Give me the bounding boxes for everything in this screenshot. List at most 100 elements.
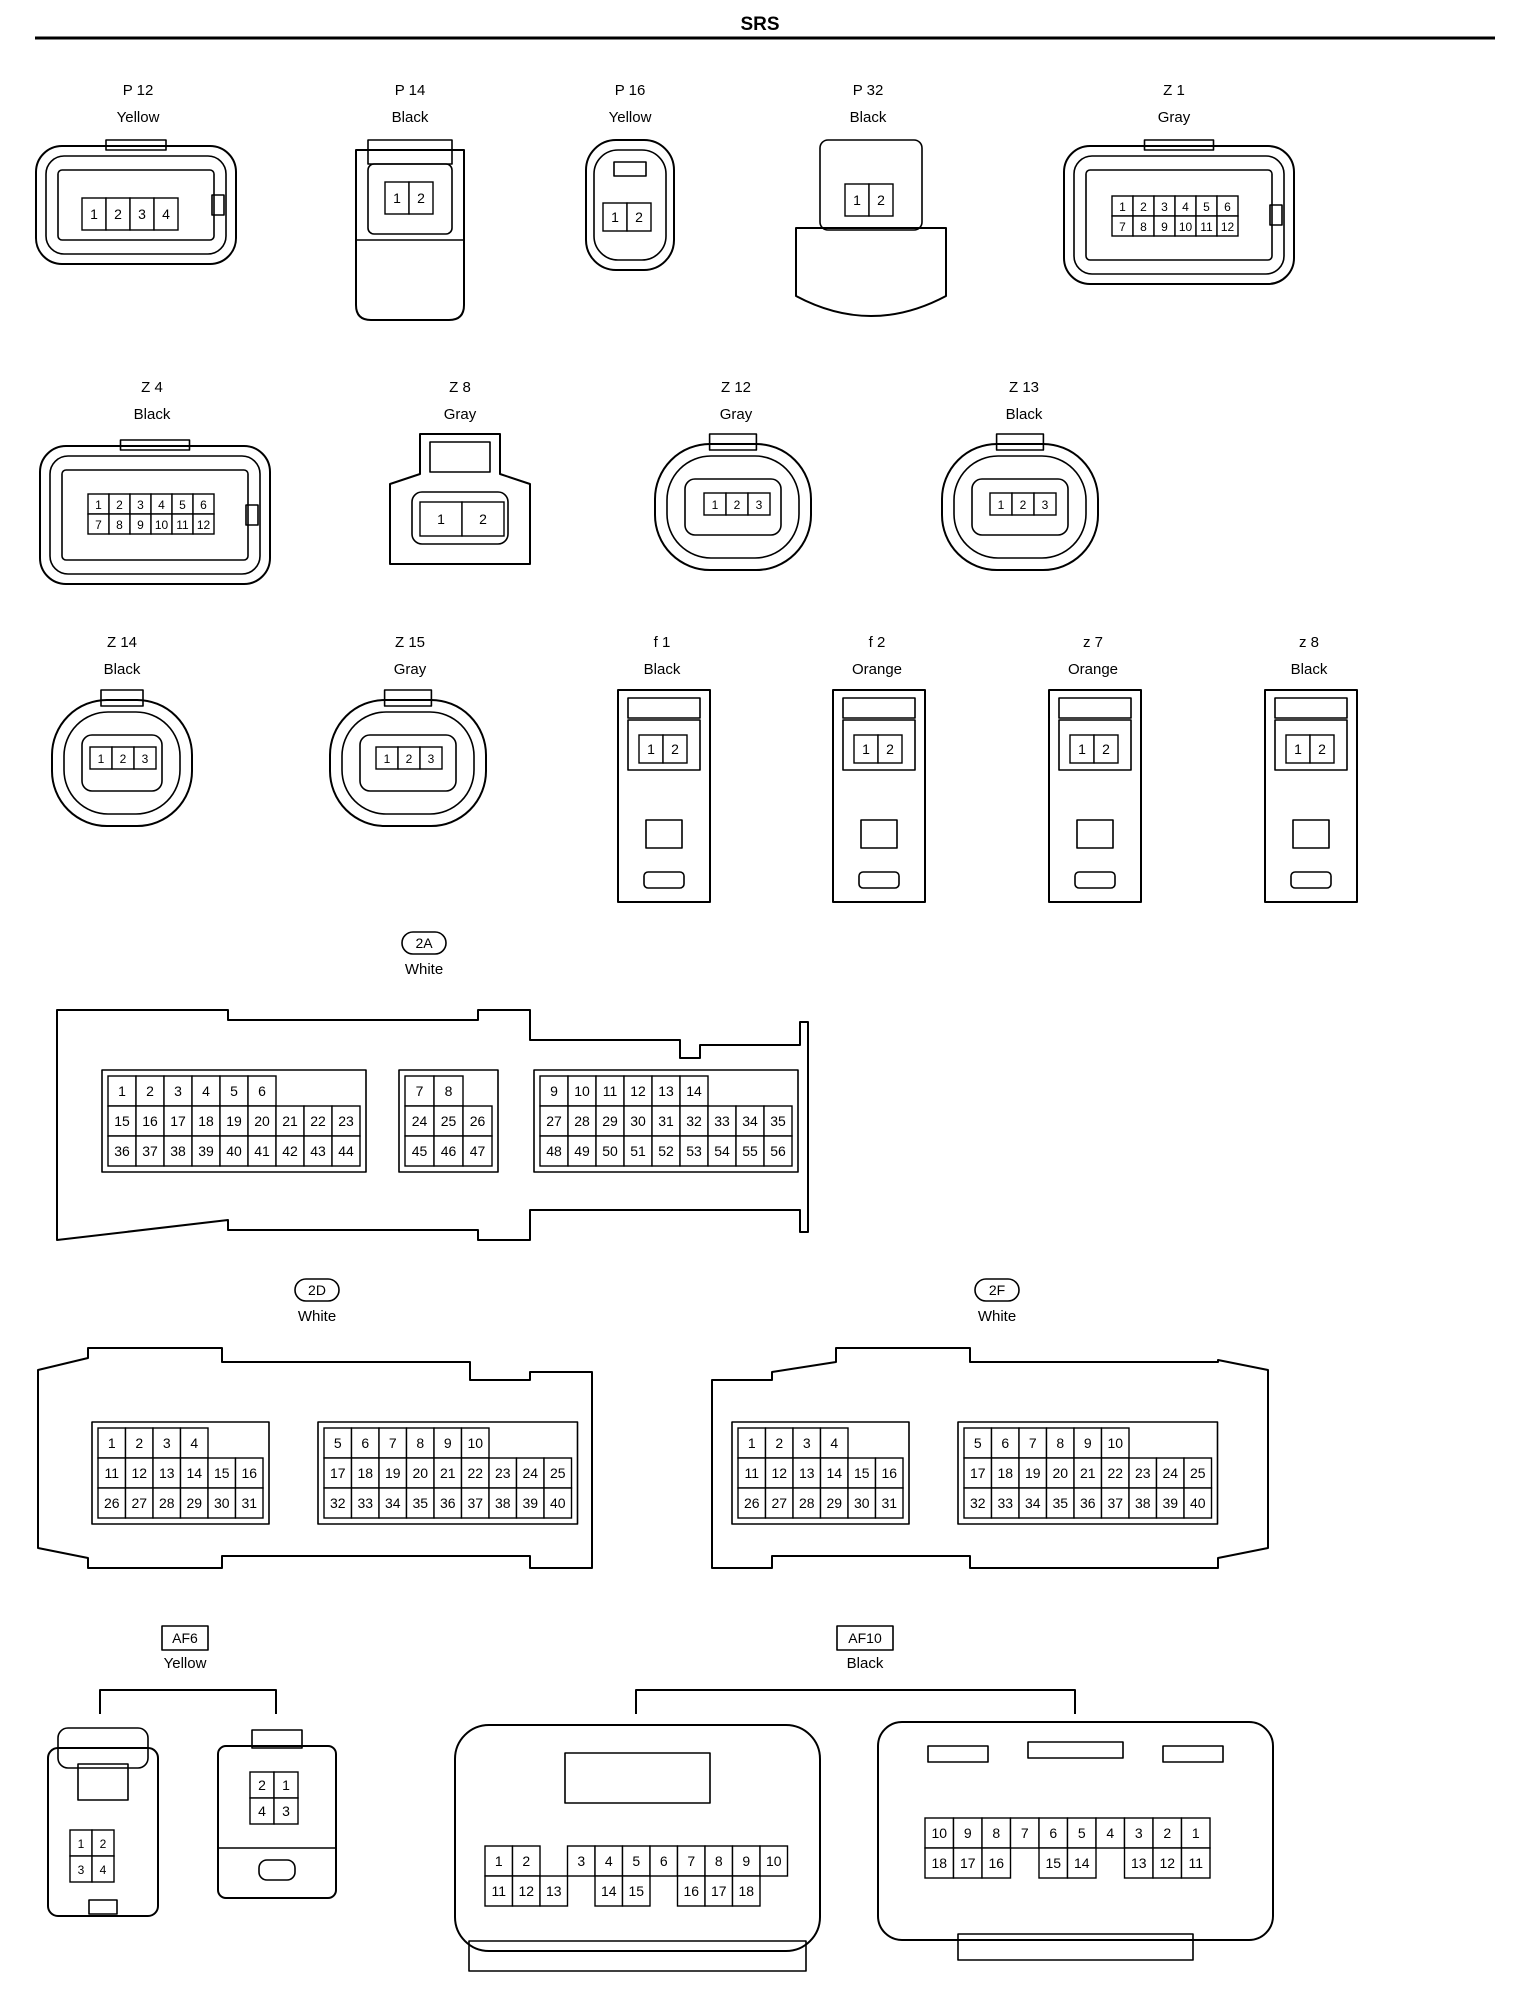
pin-number: 18: [357, 1465, 373, 1481]
connector-color: Gray: [1158, 109, 1191, 126]
pin-number: 7: [1029, 1435, 1037, 1451]
connector-code: 2D: [308, 1282, 326, 1298]
lock-window: [860, 819, 898, 849]
pin-number: 4: [1106, 1825, 1114, 1841]
connector-code: Z 8: [449, 379, 471, 396]
pin-number: 10: [1179, 220, 1193, 234]
pin-number: 1: [853, 192, 861, 208]
pin-cell: [124, 1457, 154, 1489]
pin-number: 6: [200, 498, 207, 512]
pin-cavity: [1085, 169, 1273, 261]
pin-cell: [737, 1427, 767, 1459]
lower-skirt: [957, 1933, 1194, 1961]
latch-tab: [100, 689, 144, 707]
pin-number: 42: [282, 1143, 298, 1159]
housing-outline: [1063, 145, 1295, 285]
connector-color: Gray: [394, 661, 427, 678]
pin-cell: [1183, 1457, 1213, 1489]
pin-number: 4: [162, 206, 170, 222]
housing-inner: [49, 455, 261, 575]
pin-number: 2: [135, 1435, 143, 1451]
housing-inner: [341, 711, 475, 815]
connector-color: Black: [644, 661, 681, 678]
pin-number: 12: [630, 1083, 646, 1099]
release-slot: [643, 871, 685, 889]
connector-color: Orange: [852, 661, 902, 678]
housing-outline: [217, 1745, 337, 1899]
pin-cell: [1180, 1817, 1211, 1849]
pin-cavity: [61, 469, 249, 561]
connector-color: Black: [104, 661, 141, 678]
pin-number: 2: [886, 741, 894, 757]
pin-number: 4: [830, 1435, 838, 1451]
pin-number: 9: [964, 1825, 972, 1841]
housing-inner: [63, 711, 181, 815]
pin-number: 1: [90, 206, 98, 222]
pin-cell: [1100, 1487, 1130, 1519]
pin-number: 3: [428, 752, 435, 766]
pin-cavity: [57, 169, 215, 241]
pin-number: 11: [104, 1465, 119, 1481]
pin-cell: [963, 1457, 993, 1489]
pin-block: [731, 1421, 910, 1525]
pin-number: 14: [601, 1883, 617, 1899]
pin-number: 14: [1074, 1855, 1090, 1871]
pin-number: 16: [881, 1465, 897, 1481]
pin-number: 2: [406, 752, 413, 766]
pin-number: 15: [628, 1883, 644, 1899]
pin-cell: [539, 1075, 569, 1107]
housing-inner: [953, 455, 1087, 559]
pin-number: 1: [384, 752, 391, 766]
pin-number: 50: [602, 1143, 618, 1159]
pin-number: 11: [491, 1883, 506, 1899]
pin-number: 5: [230, 1083, 238, 1099]
pin-number: 17: [970, 1465, 986, 1481]
pin-cell: [763, 1135, 793, 1167]
pin-cell: [1073, 1487, 1103, 1519]
pin-number: 35: [412, 1495, 428, 1511]
connector-color: White: [978, 1308, 1016, 1325]
connector-color: Yellow: [609, 109, 652, 126]
pin-cell: [484, 1845, 514, 1877]
pin-number: 26: [744, 1495, 760, 1511]
pin-cell: [247, 1105, 277, 1137]
pin-number: 2: [1318, 741, 1326, 757]
latch-tab: [1274, 697, 1348, 719]
pin-cell: [234, 1457, 264, 1489]
pin-number: 38: [495, 1495, 511, 1511]
connector-code: z 7: [1083, 634, 1103, 651]
pin-cell: [1155, 1457, 1185, 1489]
connector-code: f 1: [654, 634, 671, 651]
lock-window: [1292, 819, 1330, 849]
pin-cell: [1309, 734, 1335, 764]
pin-number: 13: [799, 1465, 815, 1481]
housing-outline: [51, 699, 193, 827]
housing-inner: [593, 149, 667, 261]
pin-cell: [566, 1845, 596, 1877]
pin-number: 1: [282, 1777, 290, 1793]
connector-code: Z 15: [395, 634, 425, 651]
pin-number: 20: [1052, 1465, 1068, 1481]
pin-cell: [874, 1457, 904, 1489]
pin-cell: [952, 1847, 983, 1879]
pin-cell: [539, 1105, 569, 1137]
housing-outline: [329, 699, 487, 827]
latch-tab: [627, 697, 701, 719]
pin-number: 47: [470, 1143, 486, 1159]
pin-number: 2: [522, 1853, 530, 1869]
connector-code: AF10: [848, 1630, 882, 1646]
pin-number: 3: [1042, 498, 1049, 512]
pin-number: 2: [635, 209, 643, 225]
pin-block: [957, 1421, 1219, 1525]
pin-cell: [594, 1875, 624, 1907]
pin-cell: [1128, 1487, 1158, 1519]
pin-number: 18: [997, 1465, 1013, 1481]
connector-code: 2A: [415, 935, 433, 951]
pin-cell: [460, 1487, 490, 1519]
pin-cell: [303, 1135, 333, 1167]
pin-number: 3: [282, 1803, 290, 1819]
pin-cell: [1128, 1457, 1158, 1489]
pin-number: 12: [771, 1465, 787, 1481]
